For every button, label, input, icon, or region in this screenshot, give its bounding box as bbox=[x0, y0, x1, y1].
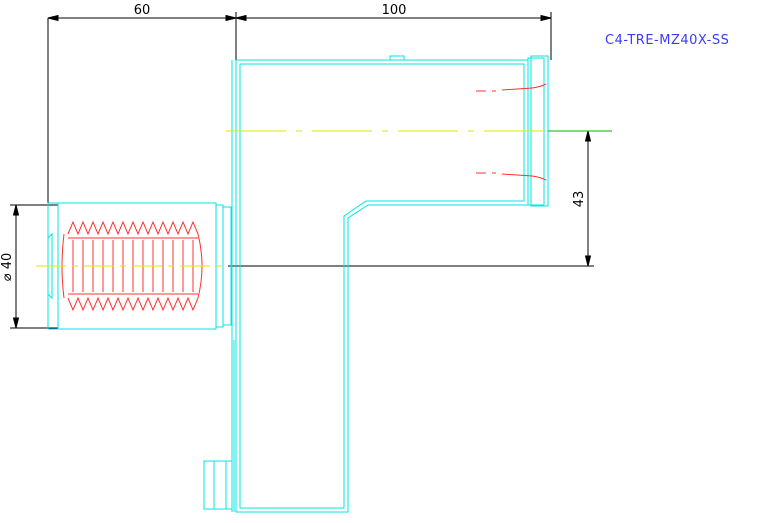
part-number-label: C4-TRE-MZ40X-SS bbox=[605, 33, 729, 48]
centerlines bbox=[36, 130, 612, 267]
dimension-label-43: 43 bbox=[572, 191, 587, 208]
thread-details bbox=[61, 83, 547, 312]
dimension-lines bbox=[10, 12, 594, 329]
dimension-label-100: 100 bbox=[382, 3, 407, 18]
dimension-label-60: 60 bbox=[134, 3, 151, 18]
dimension-label-diameter-40: ⌀ 40 bbox=[0, 253, 15, 282]
